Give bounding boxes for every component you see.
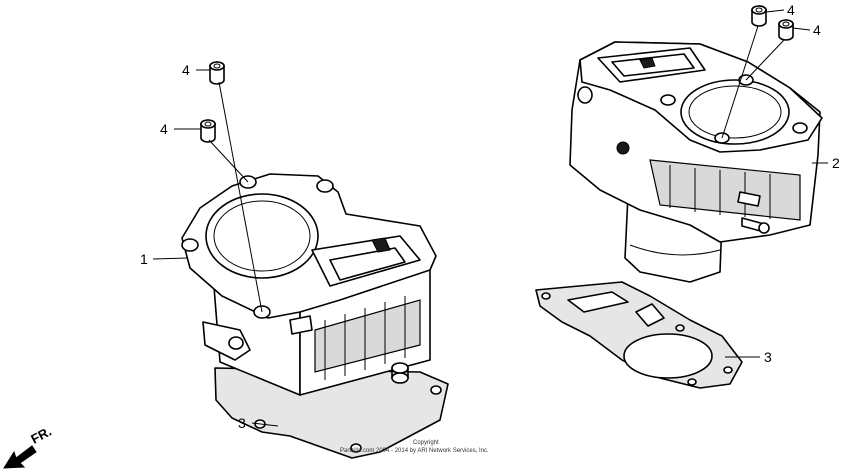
- dowel-pin-left-lower[interactable]: [200, 119, 216, 143]
- front-cylinder[interactable]: [181, 173, 449, 459]
- dowel-pin-left-upper[interactable]: [209, 61, 225, 85]
- front-direction-indicator: FR.: [3, 424, 54, 469]
- callout-4-left-upper: 4: [182, 62, 190, 78]
- callout-3-right: 3: [764, 349, 772, 365]
- dowel-pin-right-lower[interactable]: [778, 19, 794, 41]
- callout-4-right-lower: 4: [813, 22, 821, 38]
- copyright-line-1: Copyright: [413, 440, 439, 446]
- arrow-icon: [3, 445, 37, 469]
- copyright-line-2: Partzilla.com 2004 - 2014 by ARI Network…: [340, 448, 489, 454]
- callout-4-right-upper: 4: [787, 2, 795, 18]
- direction-label: FR.: [28, 424, 54, 447]
- callout-1: 1: [140, 251, 148, 267]
- callout-3-left: 3: [238, 415, 246, 431]
- rear-cylinder[interactable]: [569, 41, 823, 283]
- callout-4-left-lower: 4: [160, 121, 168, 137]
- dowel-pin-right-upper[interactable]: [751, 5, 767, 27]
- lower-gasket-left[interactable]: [214, 367, 449, 459]
- callout-2: 2: [832, 155, 840, 171]
- lower-gasket-right[interactable]: [535, 281, 743, 389]
